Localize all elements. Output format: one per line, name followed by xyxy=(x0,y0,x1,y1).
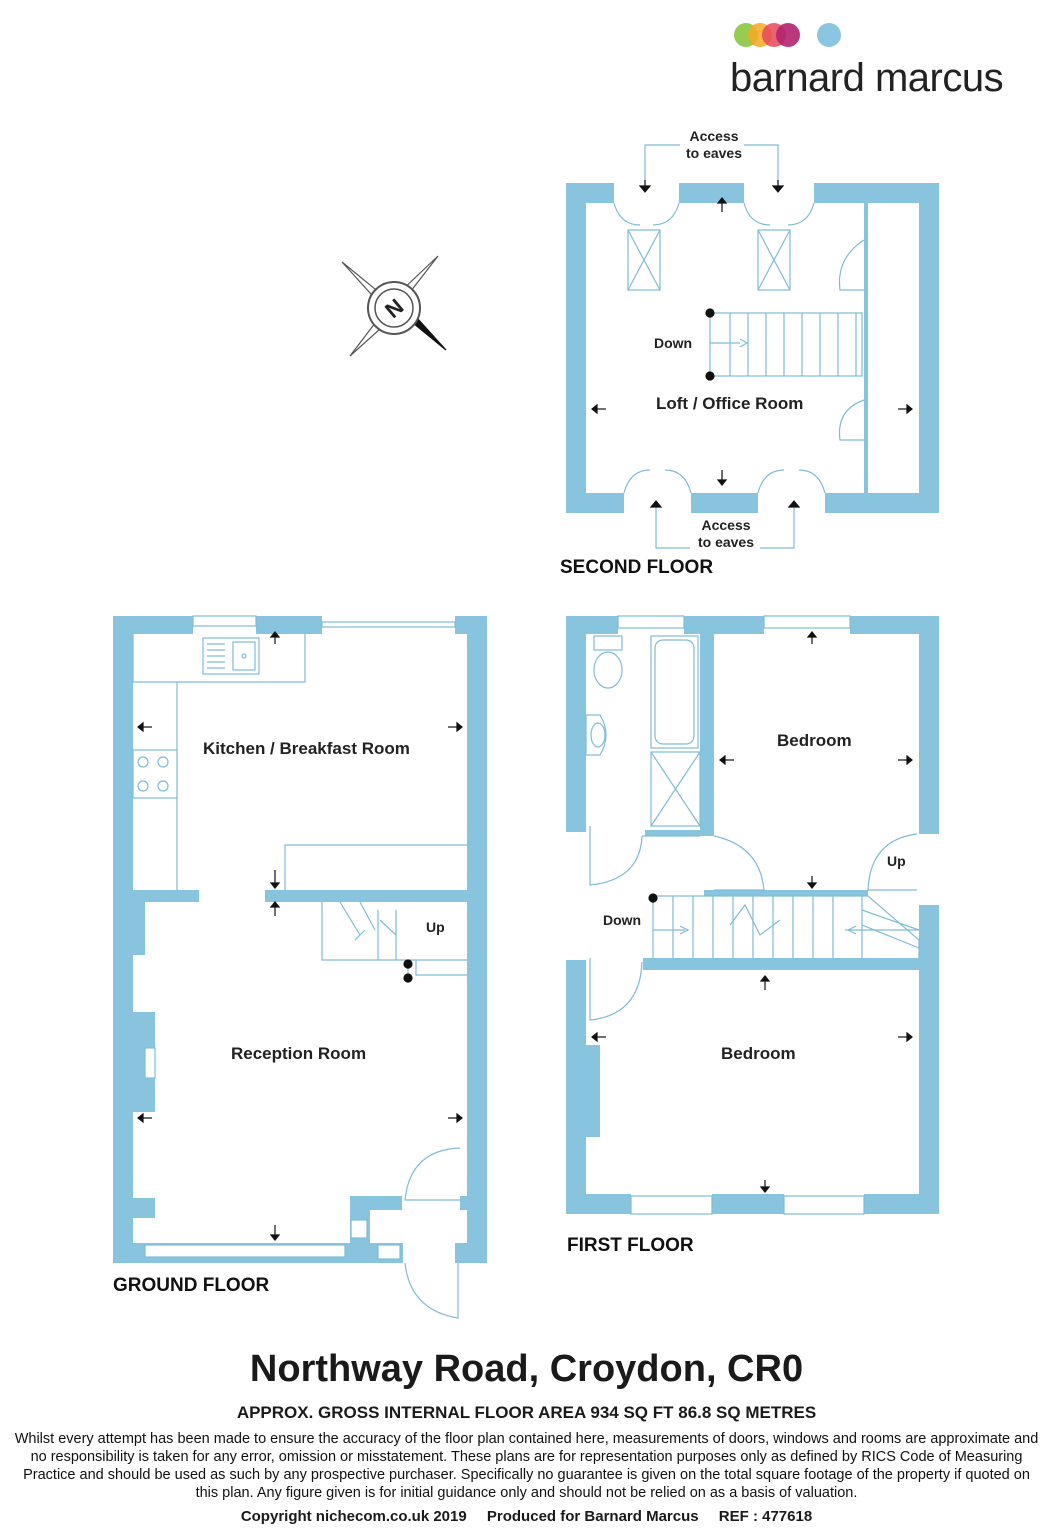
compass-icon: N xyxy=(341,255,447,357)
second-floor-plan xyxy=(566,183,939,513)
brand-name: barnard marcus xyxy=(730,56,1004,100)
produced-for-text: Produced for Barnard Marcus xyxy=(486,1508,699,1525)
footer: Copyright nichecom.co.uk 2019 Produced f… xyxy=(0,1508,1053,1525)
first-floor-label: FIRST FLOOR xyxy=(567,1235,694,1256)
second-floor-label: SECOND FLOOR xyxy=(560,557,714,578)
property-title: Northway Road, Croydon, CR0 xyxy=(249,1348,804,1390)
ground-floor-plan xyxy=(113,616,487,1263)
reception-room-label: Reception Room xyxy=(231,1044,367,1063)
ground-floor-label: GROUND FLOOR xyxy=(113,1275,270,1296)
kitchen-breakfast-room-label: Kitchen / Breakfast Room xyxy=(203,739,410,758)
second-floor-eaves-pointers xyxy=(644,144,795,549)
bedroom-top-label: Bedroom xyxy=(777,731,852,750)
first-floor-arrows xyxy=(591,631,913,1193)
ground-floor-arrows xyxy=(137,631,463,1241)
second-access-eaves-bottom: Access to eaves xyxy=(684,517,768,551)
brand-logo-dots xyxy=(734,23,841,47)
first-floor-plan xyxy=(566,616,939,1214)
first-down-label: Down xyxy=(603,912,642,928)
reference-number: REF : 477618 xyxy=(718,1508,813,1525)
first-floor-fixtures xyxy=(585,615,920,1215)
floor-area-summary: APPROX. GROSS INTERNAL FLOOR AREA 934 SQ… xyxy=(236,1403,817,1422)
disclaimer-text: Whilst every attempt has been made to en… xyxy=(14,1431,1039,1501)
first-up-label: Up xyxy=(887,853,906,869)
copyright-text: Copyright nichecom.co.uk 2019 xyxy=(240,1508,467,1525)
ground-floor-fixtures xyxy=(132,615,467,1319)
second-floor-fixtures xyxy=(613,202,865,494)
bedroom-bottom-label: Bedroom xyxy=(721,1044,796,1063)
ground-up-label: Up xyxy=(426,919,445,935)
second-down-label: Down xyxy=(654,335,693,351)
access-eaves-top-text: Access to eaves xyxy=(685,128,743,161)
second-access-eaves-top: Access to eaves xyxy=(672,128,756,162)
loft-office-room-label: Loft / Office Room xyxy=(656,394,804,413)
second-floor-arrows xyxy=(591,180,913,508)
access-eaves-bottom-text: Access to eaves xyxy=(697,517,755,550)
